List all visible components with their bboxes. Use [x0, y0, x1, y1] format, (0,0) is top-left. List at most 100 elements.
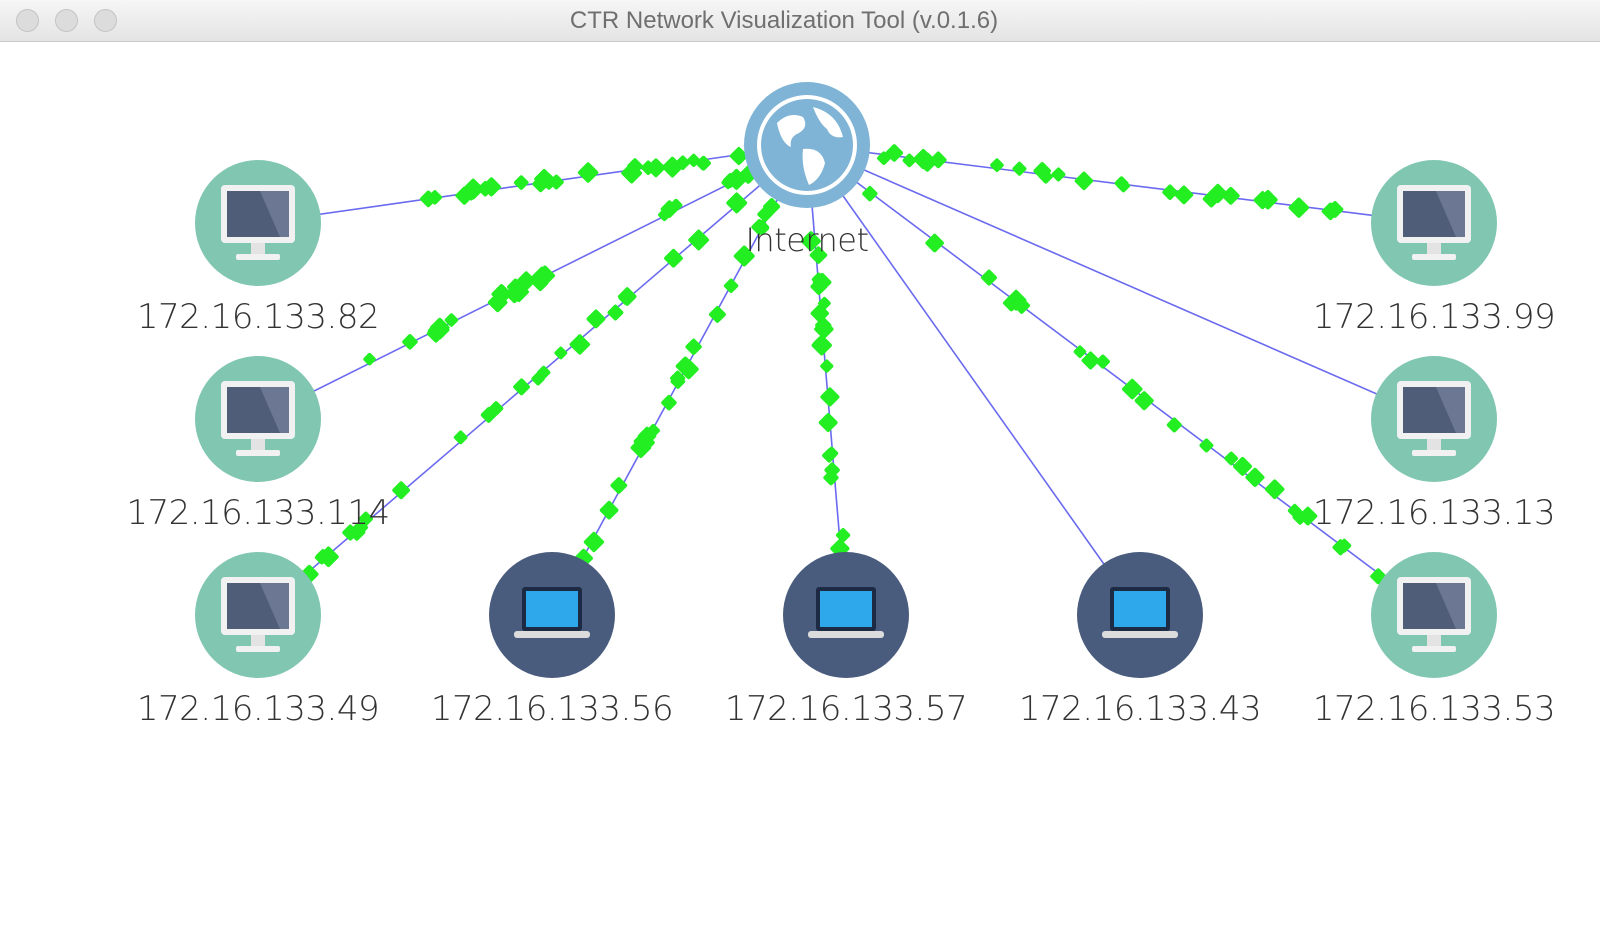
packet-marker	[315, 549, 331, 564]
desktop-monitor-icon	[221, 185, 295, 260]
node-n99[interactable]	[1371, 160, 1497, 286]
packet-marker	[1134, 391, 1154, 411]
packet-marker	[902, 153, 917, 168]
title-bar[interactable]: CTR Network Visualization Tool (v.0.1.6)	[0, 0, 1600, 42]
internet-node[interactable]	[744, 82, 870, 208]
node-n82[interactable]	[195, 160, 321, 286]
packets-layer	[281, 144, 1419, 604]
zoom-window-button[interactable]	[94, 9, 117, 32]
packet-marker	[1258, 190, 1278, 210]
link-n53	[806, 144, 1435, 616]
packet-marker	[733, 245, 755, 267]
packet-marker	[1233, 456, 1253, 476]
packet-marker	[1326, 201, 1344, 218]
packet-marker	[1051, 167, 1066, 182]
packet-marker	[513, 378, 530, 396]
packet-marker	[835, 528, 851, 543]
packet-marker	[820, 359, 834, 373]
packet-marker	[981, 269, 997, 286]
packet-marker	[646, 158, 666, 178]
packet-marker	[420, 190, 437, 208]
packet-marker	[627, 158, 643, 174]
packet-marker	[862, 186, 878, 202]
node-n114[interactable]	[195, 356, 321, 482]
node-n49[interactable]	[195, 552, 321, 678]
packet-marker	[1012, 161, 1027, 176]
node-n57[interactable]	[783, 552, 909, 678]
laptop-icon	[1102, 587, 1178, 638]
packet-marker	[913, 149, 934, 170]
packet-marker	[818, 413, 838, 433]
packet-marker	[820, 387, 840, 407]
desktop-monitor-icon	[221, 577, 295, 652]
minimize-window-button[interactable]	[55, 9, 78, 32]
packet-marker	[607, 304, 624, 321]
packet-marker	[480, 407, 497, 423]
packet-marker	[709, 305, 726, 323]
node-label-172-16-133-53: 172.16.133.53	[1312, 689, 1556, 729]
packet-marker	[427, 323, 442, 338]
window-title: CTR Network Visualization Tool (v.0.1.6)	[569, 7, 999, 34]
node-label-172-16-133-99: 172.16.133.99	[1312, 297, 1556, 337]
packet-marker	[355, 520, 369, 534]
packet-marker	[814, 319, 834, 339]
packet-marker	[757, 206, 773, 222]
laptop-icon	[808, 587, 884, 638]
laptop-icon	[514, 587, 590, 638]
packet-marker	[675, 356, 695, 376]
network-graph[interactable]	[0, 42, 1600, 944]
close-window-button[interactable]	[16, 9, 39, 32]
packet-marker	[537, 365, 551, 380]
node-label-172-16-133-57: 172.16.133.57	[724, 689, 968, 729]
packet-marker	[610, 477, 628, 494]
packet-marker	[925, 233, 944, 253]
packet-marker	[444, 313, 459, 327]
node-n53[interactable]	[1371, 552, 1497, 678]
desktop-monitor-icon	[1397, 381, 1471, 456]
packet-marker	[1033, 162, 1052, 180]
node-n56[interactable]	[489, 552, 615, 678]
node-label-172-16-133-43: 172.16.133.43	[1018, 689, 1262, 729]
packet-marker	[554, 346, 568, 360]
node-label-172-16-133-114: 172.16.133.114	[126, 493, 390, 533]
packet-marker	[477, 180, 494, 197]
packet-marker	[569, 334, 590, 355]
packet-marker	[1199, 438, 1214, 453]
packet-marker	[723, 278, 739, 293]
packet-marker	[824, 462, 840, 478]
packet-marker	[729, 147, 748, 166]
packet-marker	[658, 208, 671, 222]
packet-marker	[811, 335, 832, 356]
globe-icon	[761, 99, 853, 191]
node-n43[interactable]	[1077, 552, 1203, 678]
packet-marker	[661, 394, 677, 411]
packet-marker	[675, 155, 691, 170]
desktop-monitor-icon	[1397, 185, 1471, 260]
node-label-172-16-133-13: 172.16.133.13	[1312, 493, 1556, 533]
packet-marker	[685, 338, 702, 355]
packet-marker	[688, 229, 709, 251]
packet-marker	[1074, 171, 1094, 191]
packet-marker	[1208, 183, 1228, 204]
packet-marker	[800, 231, 821, 252]
packet-marker	[726, 192, 748, 214]
packet-marker	[532, 175, 549, 193]
packet-marker	[1245, 467, 1265, 487]
network-canvas[interactable]: Internet 172.16.133.82 172.16.133.114 17…	[0, 42, 1600, 944]
packet-marker	[1332, 539, 1349, 556]
packet-marker	[583, 531, 605, 553]
node-label-172-16-133-56: 172.16.133.56	[430, 689, 674, 729]
link-n43	[806, 144, 1141, 616]
packet-marker	[533, 270, 551, 288]
packet-marker	[363, 352, 376, 366]
packet-marker	[1166, 417, 1182, 433]
packet-marker	[634, 432, 655, 453]
nodes-layer	[195, 82, 1497, 678]
packet-marker	[1116, 179, 1131, 193]
node-n13[interactable]	[1371, 356, 1497, 482]
link-n13	[806, 144, 1435, 420]
packet-marker	[1288, 197, 1309, 218]
desktop-monitor-icon	[221, 381, 295, 456]
packet-marker	[885, 144, 903, 162]
